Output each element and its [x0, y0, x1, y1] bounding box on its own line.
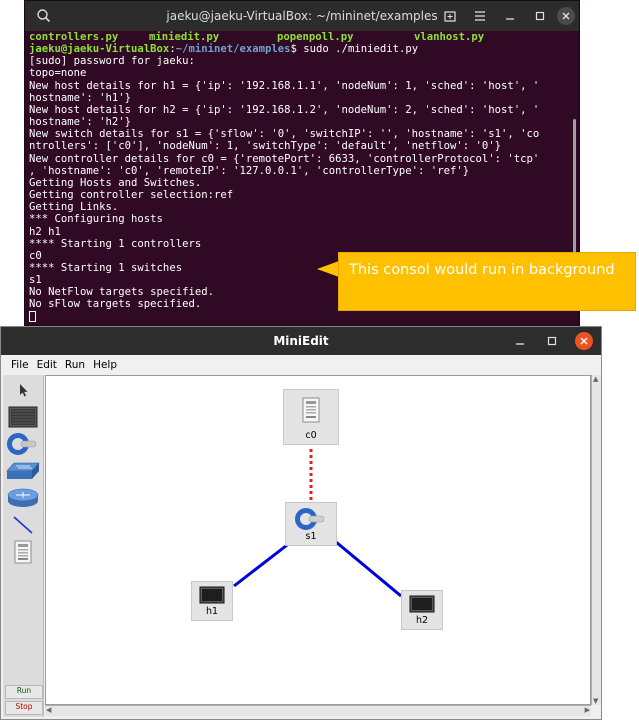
output-line: No sFlow targets specified. — [29, 298, 202, 311]
menu-edit[interactable]: Edit — [36, 359, 57, 371]
host-icon — [8, 406, 38, 428]
file-name: miniedit.py — [149, 31, 220, 43]
file-listing: controllers.py miniedit.py popenpoll.py vla… — [29, 31, 565, 43]
host-tool[interactable] — [6, 405, 40, 429]
tool-palette: Run Stop — [3, 375, 44, 717]
node-label: c0 — [305, 430, 317, 441]
node-label: h1 — [205, 606, 219, 617]
prompt-separator: : — [169, 43, 176, 56]
node-label: s1 — [305, 531, 317, 542]
host-icon — [409, 595, 435, 613]
prompt-path: ~/mininet/examples — [175, 43, 291, 56]
scroll-left-icon[interactable]: ◀ — [46, 706, 52, 714]
output-line: [sudo] password for jaeku: — [29, 55, 195, 68]
topology-canvas[interactable]: c0 s1 h1 h2 — [45, 375, 591, 705]
link-s1-h2[interactable] — [335, 540, 402, 598]
link-tool[interactable] — [6, 513, 40, 537]
close-icon[interactable] — [557, 7, 575, 25]
output-line: c0 — [29, 249, 42, 262]
menu-run[interactable]: Run — [64, 359, 86, 371]
terminal-titlebar[interactable]: jaeku@jaeku-VirtualBox: ~/mininet/exampl… — [25, 1, 579, 31]
link-s1-h1[interactable] — [233, 540, 292, 588]
callout-annotation: This consol would run in background — [338, 252, 636, 311]
terminal-scrollbar[interactable] — [573, 119, 576, 294]
output-line: topo=none — [29, 67, 87, 80]
scroll-up-icon[interactable]: ▲ — [593, 375, 599, 383]
host-node-h2[interactable]: h2 — [401, 590, 443, 630]
minimize-icon[interactable] — [497, 6, 523, 26]
controller-icon — [302, 397, 320, 423]
menu-help[interactable]: Help — [93, 359, 118, 371]
select-icon — [20, 384, 28, 397]
host-icon — [199, 586, 225, 604]
output-line: New switch details for s1 = {'sflow': '0… — [29, 128, 540, 141]
controller-node-c0[interactable]: c0 — [283, 389, 339, 445]
close-icon[interactable] — [575, 332, 593, 350]
legacy-switch-tool[interactable] — [6, 459, 40, 483]
output-line: New host details for h2 = {'ip': '192.16… — [29, 103, 540, 116]
miniedit-titlebar[interactable]: MiniEdit — [1, 327, 601, 355]
host-node-h1[interactable]: h1 — [191, 581, 233, 621]
output-line: h2 h1 — [29, 225, 61, 238]
node-label: h2 — [415, 615, 429, 626]
output-line: No NetFlow targets specified. — [29, 286, 214, 299]
output-line: hostname': 'h1'} — [29, 91, 132, 104]
miniedit-window[interactable]: MiniEdit File Edit Run Help — [0, 326, 602, 720]
legacy-router-icon — [7, 488, 39, 507]
file-name: controllers.py — [29, 31, 119, 43]
output-line: , 'hostname': 'c0', 'remoteIP': '127.0.0… — [29, 164, 470, 177]
output-line: **** Starting 1 controllers — [29, 237, 202, 250]
maximize-icon[interactable] — [527, 6, 553, 26]
links-layer — [233, 446, 402, 598]
output-line: Getting Links. — [29, 201, 119, 214]
output-line: ntrollers': ['c0'], 'nodeNum': 1, 'switc… — [29, 140, 501, 153]
legacy-router-tool[interactable] — [6, 486, 40, 510]
scroll-down-icon[interactable]: ▼ — [593, 697, 599, 705]
prompt-line: jaeku@jaeku-VirtualBox:~/mininet/example… — [29, 43, 565, 55]
controller-tool[interactable] — [6, 540, 40, 564]
scroll-right-icon[interactable]: ▶ — [584, 706, 590, 714]
output-line: New controller details for c0 = {'remote… — [29, 152, 540, 165]
output-line: Getting Hosts and Switches. — [29, 176, 202, 189]
switch-icon — [7, 433, 37, 455]
output-line: New host details for h1 = {'ip': '192.16… — [29, 79, 540, 92]
new-tab-icon[interactable] — [437, 6, 463, 26]
miniedit-title: MiniEdit — [273, 334, 329, 348]
controller-icon — [14, 540, 32, 564]
switch-node-s1[interactable]: s1 — [285, 502, 337, 546]
file-name: popenpoll.py — [277, 31, 354, 43]
command-text: sudo ./miniedit.py — [303, 43, 419, 56]
output-line: hostname': 'h2'} — [29, 116, 132, 129]
hamburger-menu-icon[interactable] — [467, 6, 493, 26]
search-icon[interactable] — [35, 7, 53, 25]
link-icon — [13, 516, 33, 534]
stop-button[interactable]: Stop — [5, 701, 43, 715]
output-line: Getting controller selection:ref — [29, 189, 234, 202]
output-line: *** Configuring hosts — [29, 213, 163, 226]
horizontal-scrollbar[interactable]: ◀ ▶ — [45, 705, 591, 716]
minimize-icon[interactable] — [511, 332, 529, 350]
switch-icon — [295, 508, 325, 530]
select-tool[interactable] — [6, 378, 40, 402]
prompt-dollar: $ — [290, 43, 304, 56]
output-line: s1 — [29, 274, 42, 287]
menu-file[interactable]: File — [11, 359, 29, 371]
switch-tool[interactable] — [6, 432, 40, 456]
legacy-switch-icon — [6, 462, 40, 479]
terminal-title: jaeku@jaeku-VirtualBox: ~/mininet/exampl… — [166, 9, 438, 23]
terminal-window[interactable]: jaeku@jaeku-VirtualBox: ~/mininet/exampl… — [24, 0, 580, 326]
run-button[interactable]: Run — [5, 685, 43, 699]
terminal-output[interactable]: controllers.py miniedit.py popenpoll.py vla… — [29, 31, 565, 325]
prompt-user: jaeku@jaeku-VirtualBox — [29, 43, 170, 56]
output-line: **** Starting 1 switches — [29, 261, 183, 274]
file-name: vlanhost.py — [414, 31, 485, 43]
vertical-scrollbar[interactable]: ▲ ▼ — [591, 375, 601, 705]
callout-pointer — [317, 261, 339, 277]
terminal-cursor — [29, 311, 36, 323]
maximize-icon[interactable] — [543, 332, 561, 350]
menubar: File Edit Run Help — [1, 355, 601, 375]
